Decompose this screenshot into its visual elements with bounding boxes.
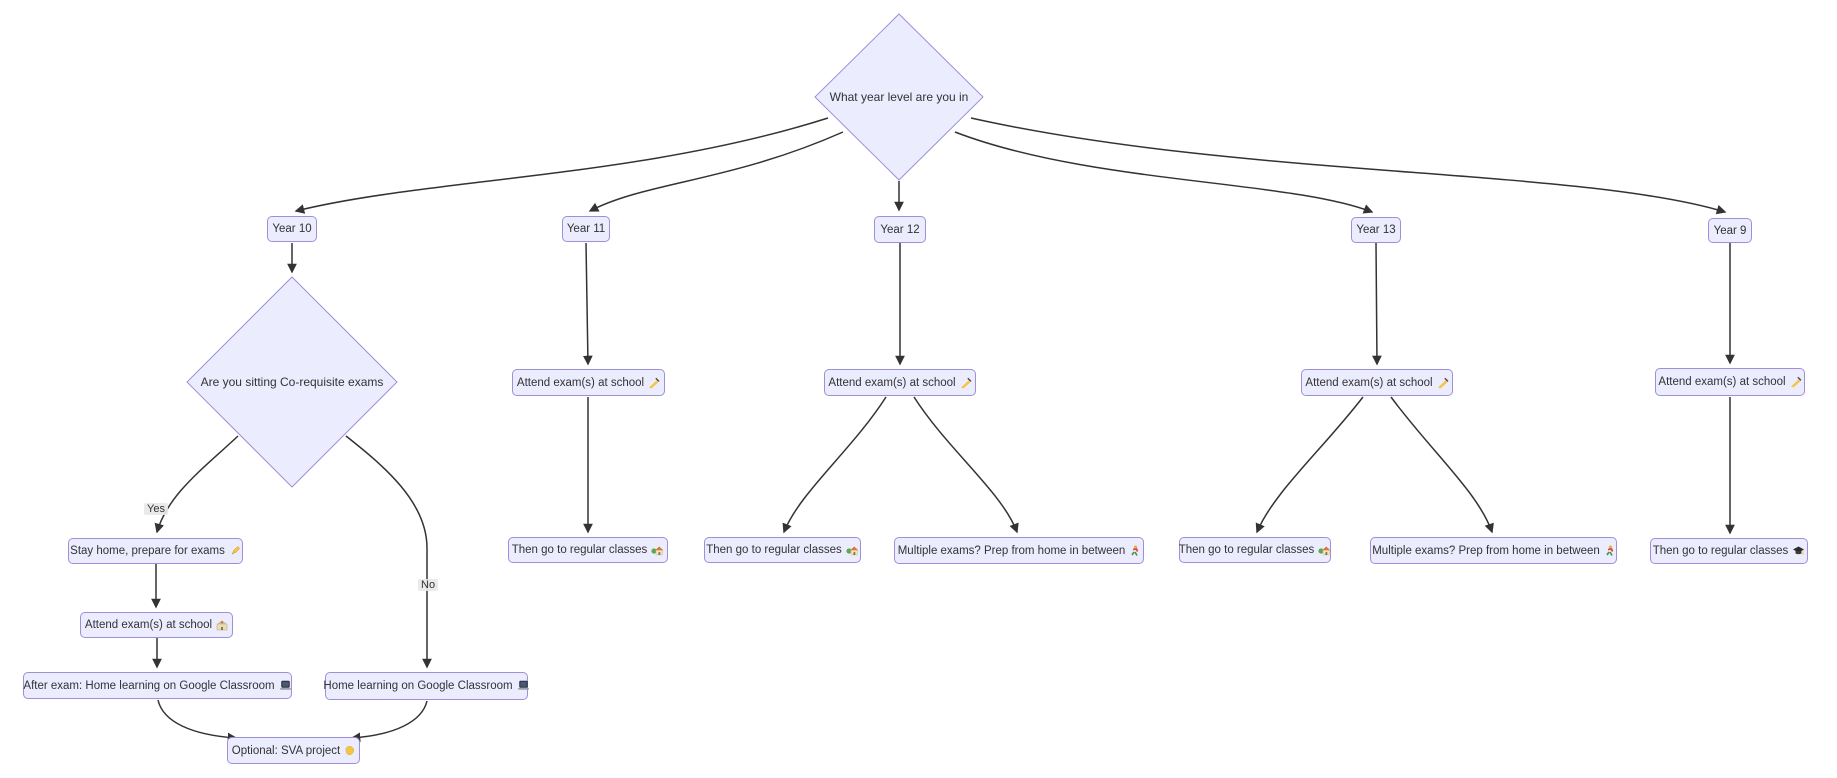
graduation-cap-icon	[1792, 545, 1805, 557]
node-multiple-exams-y12: Multiple exams? Prep from home in betwee…	[894, 537, 1144, 564]
node-label: After exam: Home learning on Google Clas…	[23, 679, 275, 692]
node-year-12: Year 12	[874, 216, 926, 243]
edge-qcoreq-no-homelearning	[345, 435, 432, 669]
node-label: Then go to regular classes	[706, 544, 842, 556]
node-label: Then go to regular classes	[511, 544, 648, 556]
edge-attend13-multi	[1390, 396, 1494, 534]
writing-hand-icon	[1790, 376, 1802, 388]
house-garden-icon	[1318, 544, 1331, 556]
node-home-learning: Home learning on Google Classroom	[323, 672, 530, 700]
node-label: Year 11	[566, 223, 606, 235]
node-label: Home learning on Google Classroom	[323, 680, 513, 692]
node-year-10: Year 10	[267, 216, 317, 242]
node-attend-exams-y10: Attend exam(s) at school	[80, 612, 233, 638]
decision-coreq-shape	[186, 276, 398, 488]
node-year-11: Year 11	[562, 216, 610, 242]
node-label: Attend exam(s) at school	[828, 376, 956, 389]
decision-coreq-label: Are you sitting Co-requisite exams	[200, 375, 384, 389]
node-multiple-exams-y13: Multiple exams? Prep from home in betwee…	[1370, 537, 1617, 564]
node-label: Year 12	[880, 223, 920, 236]
node-attend-exams-y12: Attend exam(s) at school	[824, 369, 976, 396]
house-garden-icon	[846, 544, 859, 556]
node-label: Then go to regular classes	[1178, 544, 1315, 556]
node-label: Year 10	[272, 223, 312, 235]
edge-homelearning-sva	[350, 700, 428, 743]
node-sva-project: Optional: SVA project	[227, 737, 360, 764]
node-label: Then go to regular classes	[1652, 545, 1789, 557]
edge-qcoreq-yes-stayhome	[154, 435, 239, 534]
edge-label-yes: Yes	[144, 503, 168, 515]
node-stay-home: Stay home, prepare for exams	[68, 538, 243, 564]
node-label: Attend exam(s) at school	[84, 619, 213, 631]
writing-hand-icon	[960, 377, 972, 389]
node-label: Attend exam(s) at school	[1658, 376, 1786, 388]
edge-attend12-multi	[913, 396, 1019, 534]
edge-qyear-year11	[588, 131, 844, 212]
runner-icon	[1604, 544, 1615, 557]
node-label: Stay home, prepare for exams	[70, 545, 225, 557]
writing-hand-icon	[1437, 377, 1449, 389]
node-regular-classes-y11: Then go to regular classes	[508, 537, 668, 563]
edge-qyear-year13	[954, 131, 1374, 214]
node-year-9: Year 9	[1708, 218, 1752, 243]
runner-icon	[1129, 544, 1140, 557]
pencil-icon	[229, 545, 241, 557]
node-regular-classes-y9: Then go to regular classes	[1650, 538, 1808, 564]
edge-year11-attend	[582, 242, 593, 366]
decision-year-level-shape	[814, 13, 984, 181]
node-attend-exams-y13: Attend exam(s) at school	[1301, 369, 1453, 396]
node-label: Attend exam(s) at school	[516, 376, 645, 389]
edge-afterexam-sva	[157, 699, 238, 743]
node-label: Year 9	[1713, 224, 1747, 237]
edge-attend12-thengo	[782, 396, 887, 534]
school-icon	[216, 619, 228, 631]
node-year-13: Year 13	[1351, 217, 1401, 243]
writing-hand-icon	[648, 377, 660, 389]
edge-label-no: No	[418, 579, 439, 591]
laptop-icon	[279, 680, 292, 692]
edge-attend13-thengo	[1255, 396, 1364, 534]
node-regular-classes-y12: Then go to regular classes	[704, 537, 861, 563]
node-label: Multiple exams? Prep from home in betwee…	[897, 544, 1126, 557]
laptop-icon	[517, 680, 530, 692]
node-label: Multiple exams? Prep from home in betwee…	[1372, 544, 1600, 557]
house-garden-icon	[651, 544, 664, 556]
node-attend-exams-y9: Attend exam(s) at school	[1655, 368, 1805, 396]
thumbs-up-icon	[344, 745, 355, 757]
node-label: Attend exam(s) at school	[1305, 376, 1433, 389]
edge-qyear-year10	[294, 117, 829, 214]
node-label: Year 13	[1356, 224, 1396, 236]
decision-year-level-label: What year level are you in	[829, 90, 969, 104]
node-attend-exams-y11: Attend exam(s) at school	[512, 369, 665, 396]
node-label: Optional: SVA project	[231, 744, 341, 757]
edge-year13-attend	[1372, 242, 1382, 366]
node-regular-classes-y13: Then go to regular classes	[1179, 537, 1331, 563]
edge-qyear-year9	[970, 117, 1727, 215]
node-after-exam-home-learning: After exam: Home learning on Google Clas…	[23, 672, 292, 699]
